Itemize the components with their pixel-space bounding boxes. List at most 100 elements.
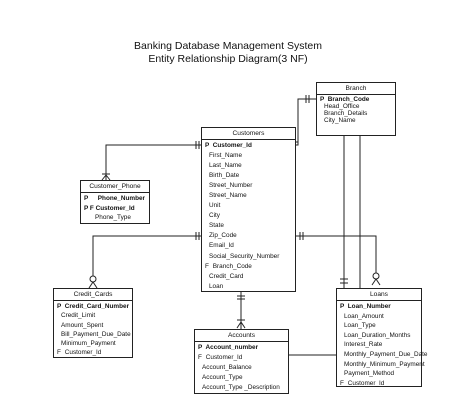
diagram-subtitle: Entity Relationship Diagram(3 NF)	[148, 53, 308, 65]
attribute-name: Customer_Id	[347, 379, 385, 387]
attribute-row: Branch_Details	[317, 110, 395, 117]
attribute-name: Customer_Id	[64, 349, 102, 357]
attribute-name: Interest_Rate	[344, 341, 383, 349]
attribute-row: P Account_number	[195, 343, 288, 353]
attribute-name: Credit_Card_Number	[64, 303, 130, 310]
attribute-name: Loan	[209, 282, 224, 290]
attribute-row: Zip_Code	[202, 231, 295, 241]
attribute-name: Loan_Duration_Months	[344, 331, 411, 339]
attribute-row: F Customer_Id	[54, 348, 132, 357]
attribute-row: Payment_Method	[337, 369, 421, 379]
attribute-row: Email_Id	[202, 241, 295, 251]
attribute-name: Amount_Spent	[61, 321, 104, 329]
attribute-name: Customer_Id	[95, 204, 135, 212]
rel-customers-creditcards	[92, 235, 201, 276]
attribute-name: Customer_Id	[205, 354, 243, 361]
attribute-row: Monthly_Payment_Due_Date	[337, 350, 427, 360]
attribute-name: Monthly_Minimum_Payment	[344, 360, 425, 368]
attribute-name: Credit_Limit	[61, 312, 96, 320]
attribute-row: Loan_Type	[337, 321, 421, 331]
attribute-row: P Customer_Id	[202, 141, 295, 151]
entity-branch: Branch P Branch_Code Head_Office Branch_…	[316, 82, 396, 136]
attribute-name: Email_Id	[209, 242, 234, 250]
attribute-row: Credit_Limit	[54, 311, 132, 320]
attribute-row: Birth_Date	[202, 171, 295, 181]
entity-customer-phone: Customer_Phone P Phone_Number P F Custom…	[80, 180, 150, 224]
entity-header: Accounts	[195, 330, 288, 342]
key-marker: P	[205, 142, 210, 149]
attribute-name: Phone_Number	[97, 195, 146, 202]
attribute-row: Head_Office	[317, 103, 395, 110]
attribute-name: State	[209, 222, 224, 230]
attribute-name: Head_Office	[324, 103, 360, 110]
attribute-row: Account_Type _Description	[195, 383, 288, 393]
attribute-name: Account_Type _Description	[202, 384, 280, 391]
key-marker: F	[205, 262, 209, 270]
key-marker: P	[198, 344, 203, 351]
attribute-row: Phone_Type	[81, 213, 149, 223]
attribute-name: Payment_Method	[344, 370, 395, 378]
attribute-name: Account_Balance	[202, 364, 252, 371]
attribute-name: Social_Security_Number	[209, 252, 280, 260]
attribute-row: Last_Name	[202, 161, 295, 171]
diagram-title: Banking Database Management System	[134, 40, 322, 52]
rel-branch-customers	[296, 98, 316, 146]
rel-customers-loans	[296, 235, 377, 273]
key-marker: F	[57, 349, 61, 357]
attribute-row: Account_Balance	[195, 363, 288, 373]
attribute-name: Credit_Card	[209, 272, 244, 280]
entity-loans: Loans P Loan_Number Loan_Amount Loan_Typ…	[336, 288, 427, 389]
entity-header: Branch	[317, 83, 395, 95]
entity-header: Credit_Cards	[54, 289, 132, 301]
attribute-row: Street_Number	[202, 181, 295, 191]
entity-accounts: Accounts P Account_number F Customer_Id …	[194, 329, 289, 394]
key-marker: P	[84, 195, 89, 202]
attribute-row: F Customer_Id	[337, 379, 421, 389]
attribute-name: Branch_Details	[324, 110, 368, 117]
attribute-name: First_Name	[209, 152, 243, 160]
attribute-name: Street_Name	[209, 192, 247, 200]
attribute-row: Unit	[202, 201, 295, 211]
attribute-row: P F Customer_Id	[81, 204, 149, 214]
attribute-name: Last_Name	[209, 162, 242, 170]
entity-header: Loans	[337, 289, 421, 301]
entity-header: Customers	[202, 128, 295, 140]
attribute-row: Amount_Spent	[54, 321, 132, 330]
attribute-row: Interest_Rate	[337, 340, 421, 350]
attribute-row: City	[202, 211, 295, 221]
attribute-row: Credit_Card	[202, 272, 295, 282]
attribute-name: Branch_Code	[327, 96, 370, 103]
attribute-name: Phone_Type	[95, 214, 131, 221]
attribute-name: City_Name	[324, 117, 356, 124]
attribute-name: Loan_Type	[344, 322, 376, 330]
entity-credit-cards: Credit_Cards P Credit_Card_Number Credit…	[53, 288, 133, 358]
attribute-name: Account_Type	[202, 374, 243, 381]
attribute-row: Loan_Duration_Months	[337, 331, 421, 341]
attribute-name: Branch_Code	[212, 262, 252, 270]
attribute-name: Birth_Date	[209, 172, 240, 180]
attribute-name: Account_number	[205, 344, 259, 351]
attribute-name: Loan_Amount	[344, 312, 384, 320]
attribute-row: F Customer_Id	[195, 353, 288, 363]
key-marker: P F	[84, 204, 94, 212]
attribute-name: Minimum_Payment	[61, 340, 116, 348]
attribute-row: Loan	[202, 282, 295, 292]
attribute-name: Zip_Code	[209, 232, 237, 240]
key-marker: P	[57, 303, 62, 310]
attribute-row: Loan_Amount	[337, 312, 421, 322]
entity-header: Customer_Phone	[81, 181, 149, 193]
attribute-row: Street_Name	[202, 191, 295, 201]
attribute-name: Bill_Payment_Due_Date	[61, 330, 131, 338]
attribute-row: P Phone_Number	[81, 194, 149, 204]
attribute-row: P Loan_Number	[337, 302, 421, 312]
attribute-row: State	[202, 221, 295, 231]
key-marker: P	[340, 303, 345, 310]
attribute-row: P Credit_Card_Number	[54, 302, 132, 311]
attribute-row: P Branch_Code	[317, 96, 395, 103]
attribute-row: Account_Type	[195, 373, 288, 383]
attribute-row: Monthly_Minimum_Payment	[337, 360, 425, 370]
attribute-row: Social_Security_Number	[202, 252, 295, 262]
entity-customers: Customers P Customer_Id First_Name Last_…	[201, 127, 296, 292]
attribute-name: City	[209, 212, 221, 220]
key-marker: F	[340, 379, 344, 387]
